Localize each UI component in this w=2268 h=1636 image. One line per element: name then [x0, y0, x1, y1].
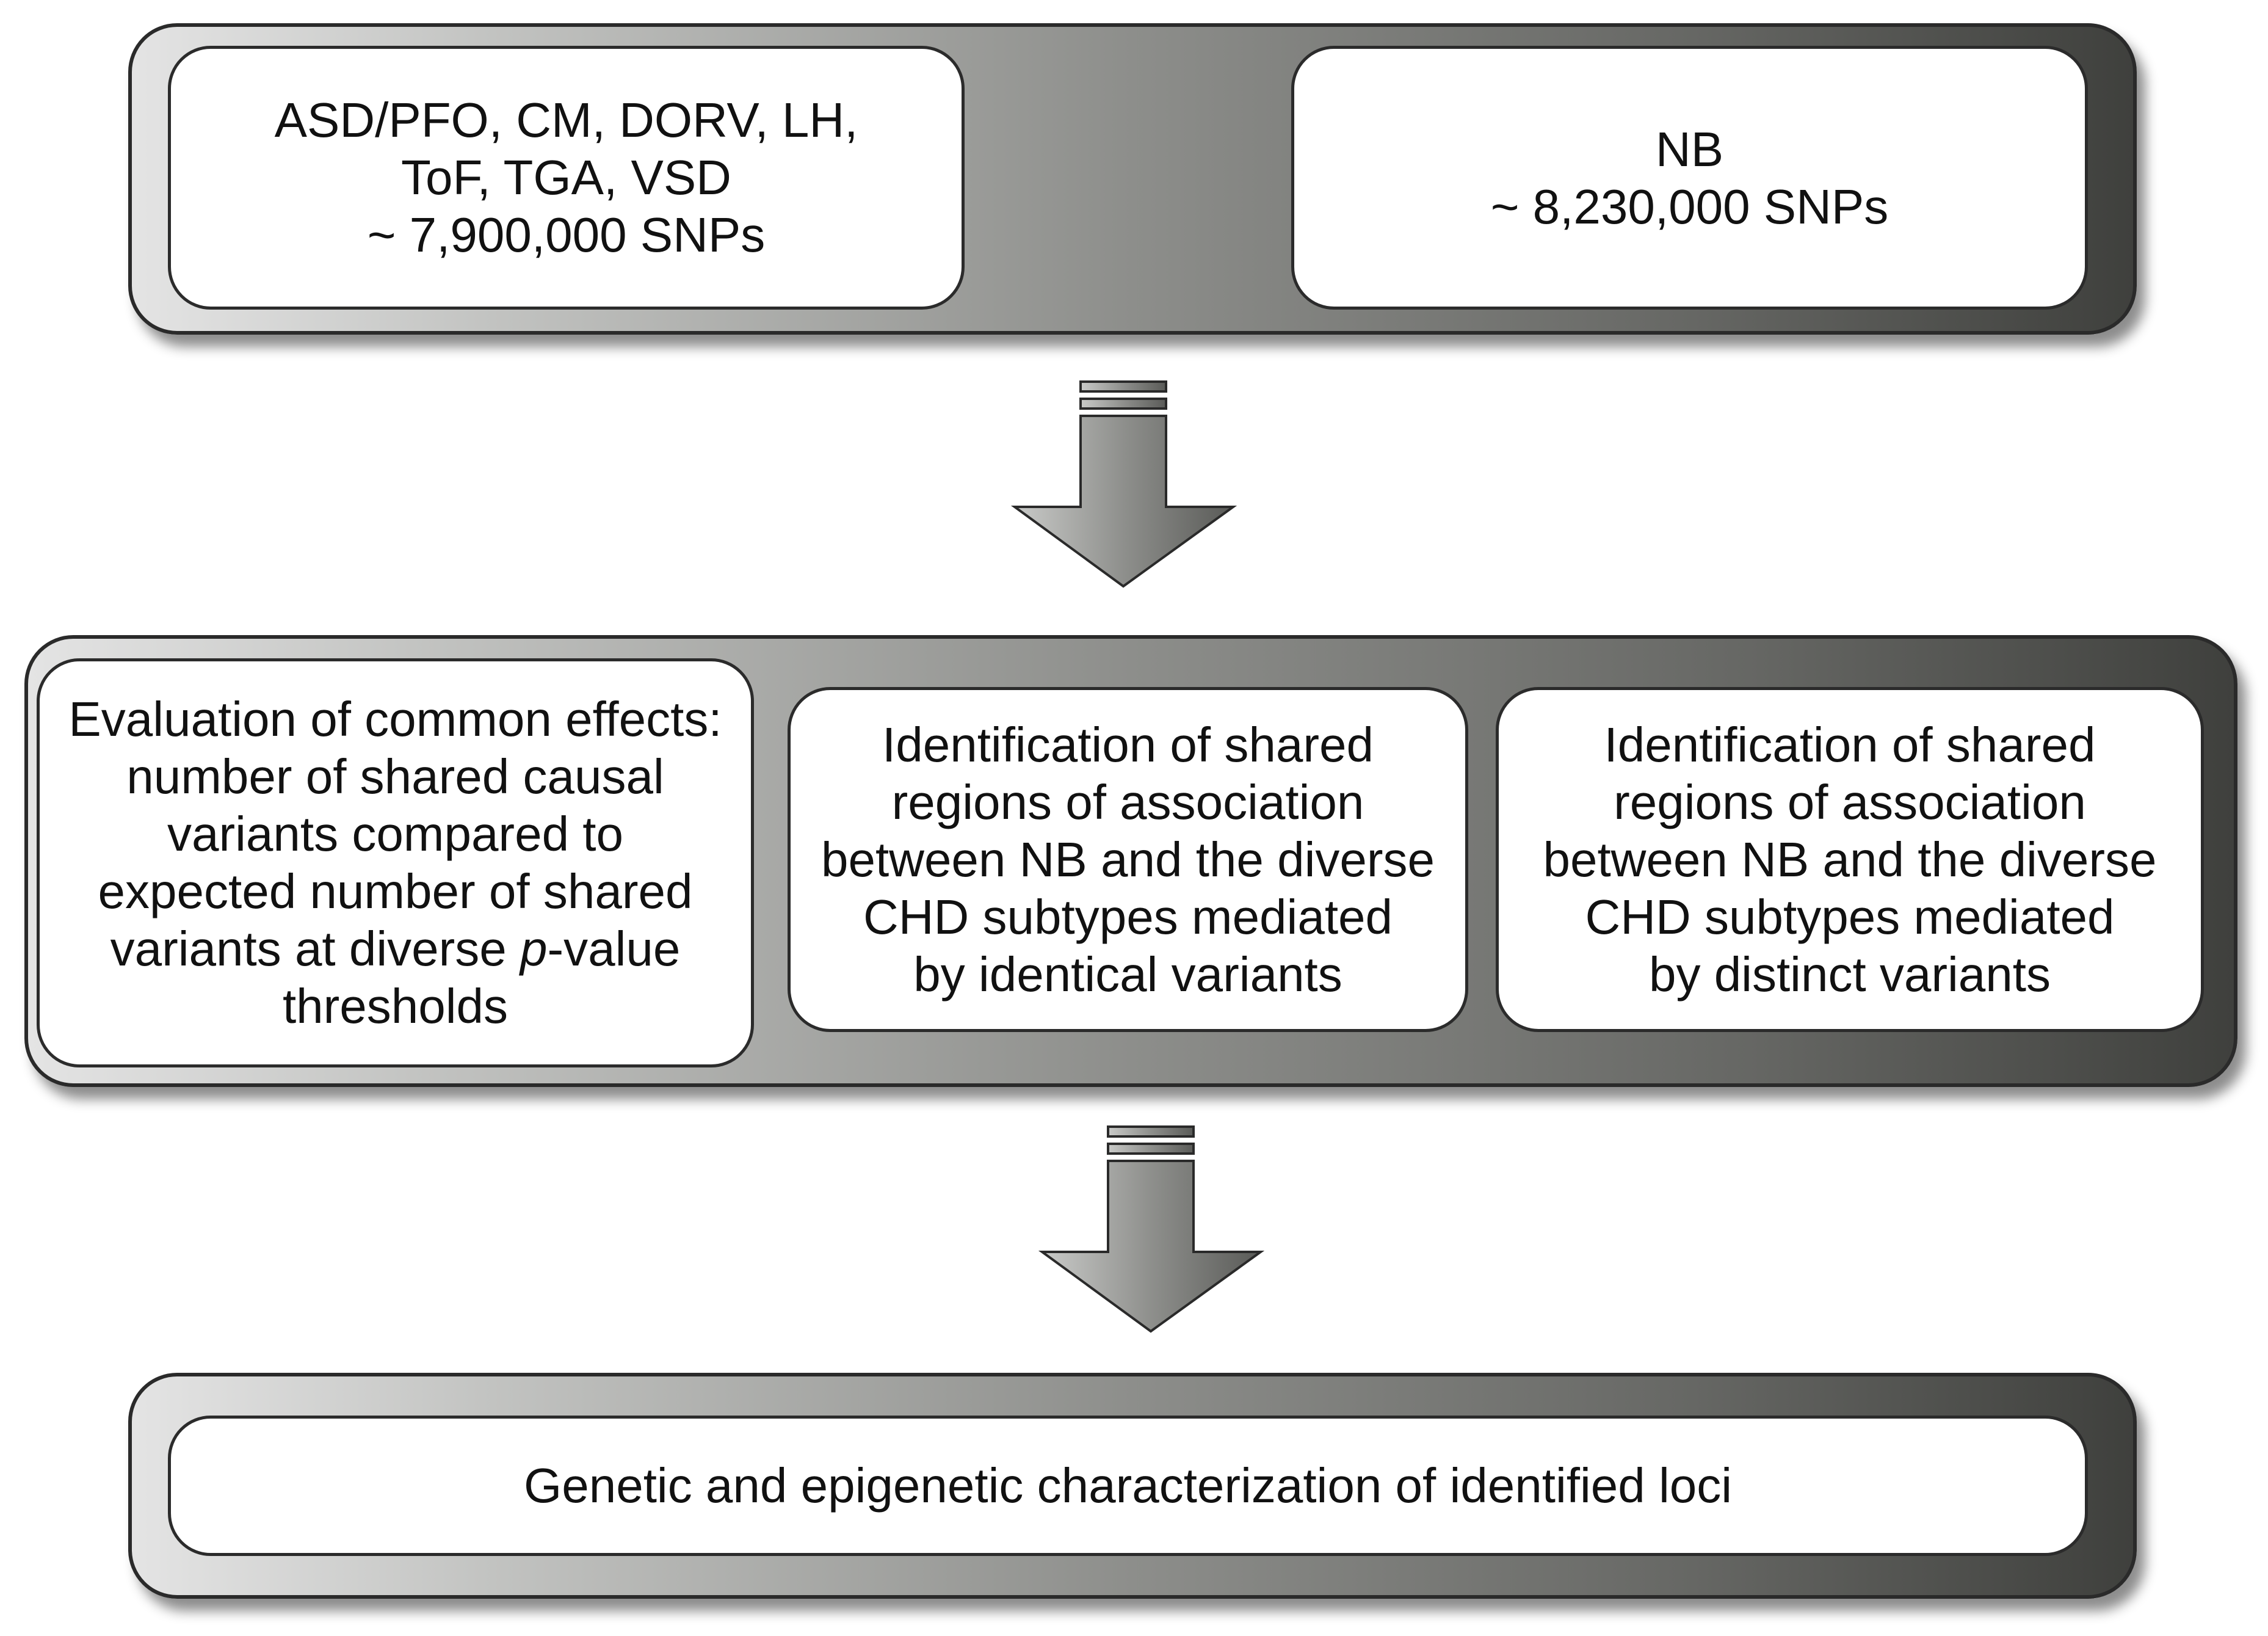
identical-variants-line-5: by identical variants [913, 947, 1342, 1002]
cohort-chd-line-1: ASD/PFO, CM, DORV, LH, [274, 93, 858, 147]
distinct-variants-line-2: regions of association [1614, 774, 2086, 829]
cohort-nb-line-1: NB [1655, 122, 1724, 176]
identical-variants-line-4: CHD subtypes mediated [863, 889, 1393, 944]
distinct-variants-line-1: Identification of shared [1604, 717, 2096, 772]
common-effects-line-5: variants at diverse p-value [68, 920, 722, 978]
cohort-nb-line-2: ~ 8,230,000 SNPs [1490, 180, 1889, 234]
common-effects-box: Evaluation of common effects: number of … [37, 658, 754, 1067]
identical-variants-line-3: between NB and the diverse [821, 832, 1435, 887]
cohort-nb-box: NB ~ 8,230,000 SNPs [1291, 46, 2088, 310]
characterization-box: Genetic and epigenetic characterization … [168, 1416, 2088, 1556]
identical-variants-line-2: regions of association [891, 774, 1364, 829]
down-arrow-icon-1 [1010, 380, 1237, 588]
identical-variants-line-1: Identification of shared [882, 717, 1374, 772]
common-effects-line-3: variants compared to [167, 807, 623, 861]
common-effects-line-5-post: -value [547, 922, 681, 976]
p-value-italic: p [520, 922, 548, 976]
distinct-variants-box: Identification of shared regions of asso… [1496, 687, 2204, 1032]
distinct-variants-line-5: by distinct variants [1648, 947, 2051, 1002]
common-effects-line-4: expected number of shared [98, 864, 693, 918]
cohort-chd-line-2: ToF, TGA, VSD [401, 150, 731, 205]
common-effects-line-6: thresholds [282, 979, 509, 1033]
characterization-text: Genetic and epigenetic characterization … [524, 1458, 1732, 1513]
identical-variants-box: Identification of shared regions of asso… [788, 687, 1468, 1032]
common-effects-line-1: Evaluation of common effects: [68, 692, 722, 746]
distinct-variants-line-4: CHD subtypes mediated [1585, 889, 2115, 944]
cohort-chd-box: ASD/PFO, CM, DORV, LH, ToF, TGA, VSD ~ 7… [168, 46, 965, 310]
distinct-variants-line-3: between NB and the diverse [1543, 832, 2157, 887]
common-effects-line-5-pre: variants at diverse [110, 922, 520, 976]
common-effects-line-2: number of shared causal [126, 749, 664, 804]
down-arrow-icon-2 [1038, 1125, 1265, 1333]
cohort-chd-line-3: ~ 7,900,000 SNPs [367, 208, 766, 262]
